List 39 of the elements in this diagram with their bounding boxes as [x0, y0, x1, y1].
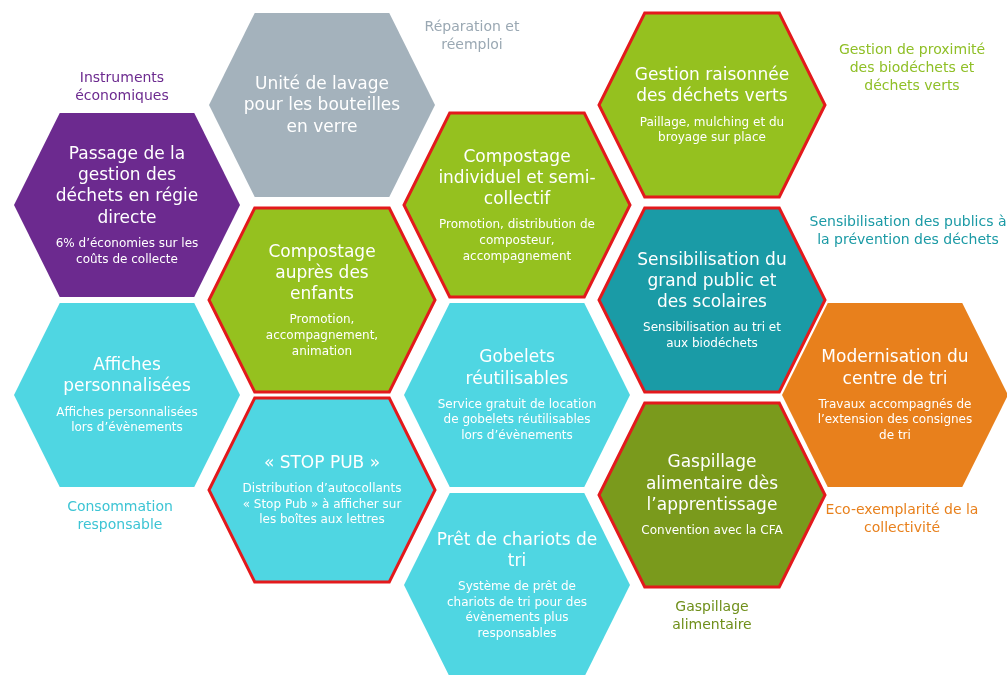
category-label: Réparation et réemploi	[423, 17, 521, 54]
tile-heading: Unité de lavage pour les bouteilles en verre	[242, 73, 402, 137]
hexagon-tile	[401, 490, 633, 675]
category-label: Gestion de proximité des biodéchets et déchets verts	[837, 40, 987, 95]
tile-heading: Gaspillage alimentaire dès l’apprentissage	[644, 451, 779, 516]
tile-heading: Prêt de chariots de tri	[435, 528, 599, 572]
category-label: Eco-exemplarité de la collectivité	[824, 500, 980, 537]
hexagon-tile	[11, 300, 243, 490]
category-label: Consommation responsable	[66, 497, 174, 534]
tile-description: Sensibilisation au tri et aux biodéchets	[642, 320, 782, 352]
hexagon-tile	[401, 110, 633, 300]
tile-heading: Passage de la gestion des déchets en régie directe	[54, 142, 200, 228]
tile-description: Promotion, accompagnement, animation	[264, 312, 380, 360]
tile-heading: Modernisation du centre de tri	[820, 346, 970, 389]
hexagon-tile	[206, 395, 438, 585]
tile-heading: Sensibilisation du grand public et des scolaires	[636, 248, 788, 313]
tile-description: 6% d’économies sur les coûts de collecte	[54, 235, 200, 268]
tile-heading: Gobelets réutilisables	[464, 346, 570, 389]
hexagon-tile	[206, 205, 438, 395]
tile-description: Système de prêt de chariots de tri pour des évènements plus responsables	[445, 579, 589, 642]
category-label: Gaspillage alimentaire	[671, 597, 753, 634]
tile-description: Promotion, distribution de composteur, accompagnement	[438, 217, 596, 265]
hexagon-tile	[596, 10, 828, 200]
tile-heading: Compostage auprès des enfants	[267, 240, 377, 305]
tile-heading: Compostage individuel et semi-collectif	[437, 145, 597, 210]
tile-description: Affiches personnalisées lors d’évènements	[55, 404, 199, 436]
hexagon-tile	[401, 300, 633, 490]
tile-heading: Gestion raisonnée des déchets verts	[633, 64, 791, 107]
category-label: Sensibilisation des publics à la prévention des déchets	[808, 212, 1007, 249]
tile-heading: Affiches personnalisées	[62, 354, 192, 397]
tile-description: Paillage, mulching et du broyage sur place	[638, 114, 786, 146]
tile-description: Service gratuit de location de gobelets réutilisables lors d’évènements	[436, 396, 598, 444]
tile-description: Travaux accompagnés de l’extension des consignes de tri	[816, 396, 974, 444]
tile-description: Convention avec la CFA	[641, 523, 783, 539]
category-label: Instruments économiques	[74, 68, 170, 105]
hexagon-tile	[779, 300, 1007, 490]
hexagon-tile	[11, 110, 243, 300]
tile-description: Distribution d’autocollants « Stop Pub » à afficher sur les boîtes aux lettres	[241, 481, 403, 528]
tile-heading: « STOP PUB »	[263, 452, 381, 474]
